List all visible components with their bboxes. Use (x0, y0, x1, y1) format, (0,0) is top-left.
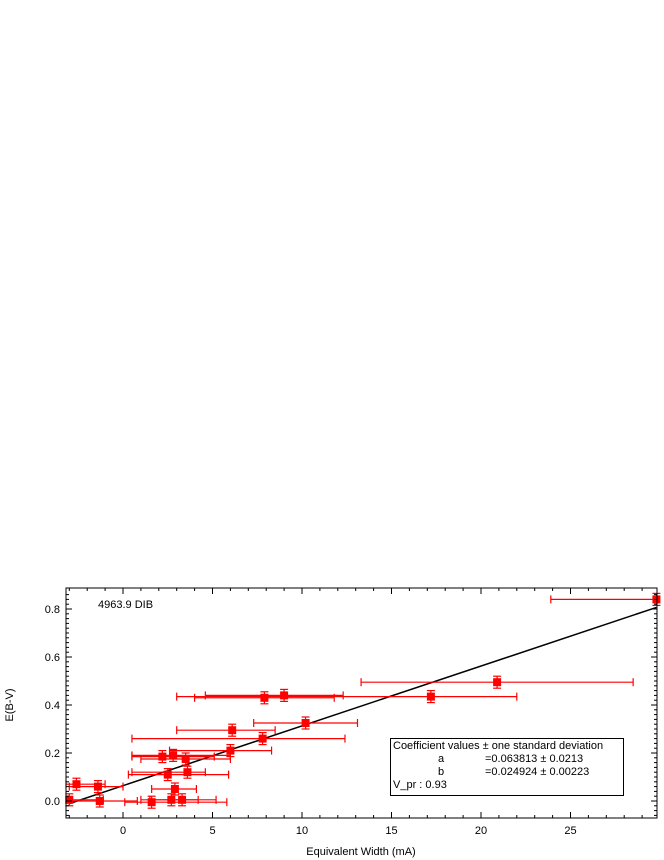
data-point (360, 675, 634, 689)
v-pr-value: V_pr : 0.93 (393, 779, 447, 791)
data-point (253, 716, 359, 730)
chart-title: 4963.9 DIB (98, 599, 154, 611)
data-point (124, 795, 228, 809)
y-axis-label: E(B-V) (4, 689, 16, 722)
x-tick-label: 15 (385, 825, 397, 837)
y-tick-label: 0.4 (45, 700, 60, 712)
data-point (140, 752, 231, 766)
x-axis-label: Equivalent Width (mA) (306, 846, 415, 858)
y-tick-label: 0.6 (45, 652, 60, 664)
data-point (151, 782, 197, 796)
coefficient-box: Coefficient values ± one standard deviat… (390, 738, 624, 796)
data-point (131, 731, 346, 746)
data-point (176, 689, 518, 704)
y-tick-label: 0.0 (45, 796, 60, 808)
x-tick-label: 0 (120, 825, 126, 837)
data-point (176, 723, 276, 737)
coefficient-row-a: a =0.063813 ± 0.0213 (393, 753, 621, 766)
coefficient-value: =0.063813 ± 0.0213 (485, 753, 584, 765)
x-tick-label: 20 (475, 825, 487, 837)
data-point (131, 765, 206, 779)
data-point (127, 767, 230, 782)
y-tick-label: 0.8 (45, 604, 60, 616)
plot-frame (65, 587, 658, 819)
data-point (194, 691, 335, 705)
plot-area (65, 592, 661, 809)
x-tick-label: 25 (564, 825, 576, 837)
coefficient-row-b: b =0.024924 ± 0.00223 (393, 766, 621, 779)
data-point (550, 592, 661, 607)
data-point (168, 743, 273, 758)
data-point (131, 748, 231, 763)
x-tick-label: 5 (209, 825, 215, 837)
data-point (68, 779, 124, 794)
x-tick-label: 10 (296, 825, 308, 837)
data-point (149, 793, 199, 807)
data-point (204, 688, 344, 703)
coefficient-header: Coefficient values ± one standard deviat… (393, 740, 604, 752)
y-tick-label: 0.2 (45, 748, 60, 760)
coefficient-name: b (437, 766, 445, 778)
coefficient-value: =0.024924 ± 0.00223 (485, 766, 590, 778)
coefficient-name: a (437, 753, 445, 765)
axes: 0 5 10 15 20 25 0.0 0.2 0.4 0.6 0.8 (45, 587, 658, 837)
